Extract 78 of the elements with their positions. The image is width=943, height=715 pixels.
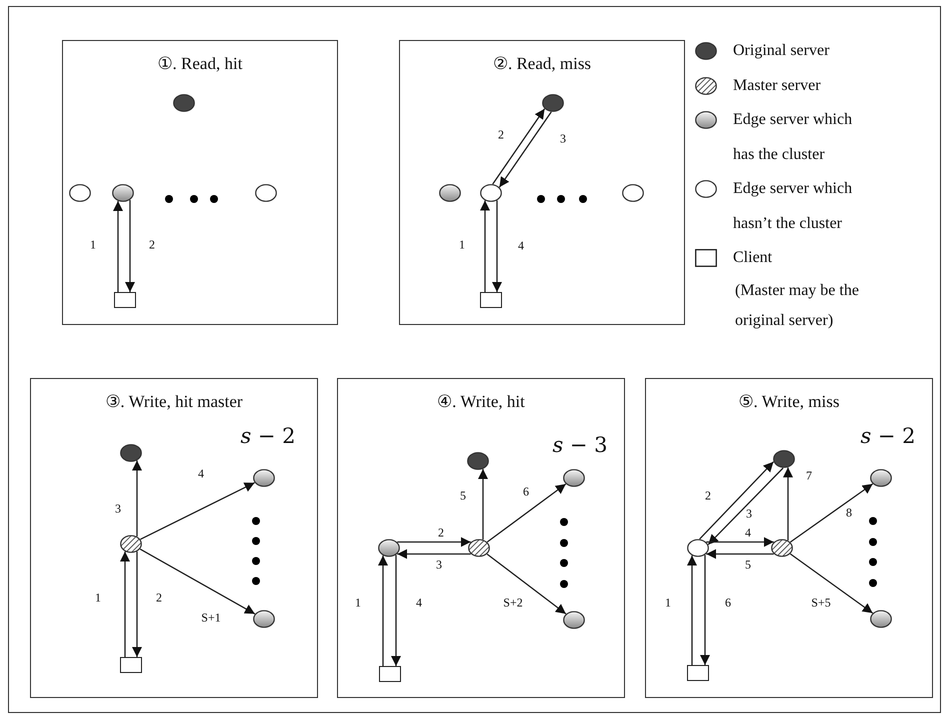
- edge-label: S+2: [502, 596, 524, 610]
- scenario-panel: [399, 40, 685, 325]
- edge-label: S+5: [810, 596, 832, 610]
- count-label: s − 3: [552, 433, 608, 457]
- edge-label: 6: [522, 486, 530, 498]
- arrow: [486, 554, 566, 614]
- arrow: [140, 548, 256, 614]
- arrow: [113, 201, 123, 292]
- legend-label: Master server: [733, 76, 822, 96]
- panel-title: ③. Write, hit master: [104, 391, 244, 412]
- edge-label: 2: [155, 592, 163, 604]
- arrow: [700, 554, 710, 665]
- edge-label: 2: [437, 526, 445, 540]
- scenario-panel: [30, 378, 318, 698]
- legend-label: Client: [733, 248, 774, 268]
- arrow: [492, 108, 546, 184]
- legend-note: (Master may be the original server): [735, 280, 860, 330]
- client-square: [687, 665, 709, 681]
- arrow: [492, 200, 502, 292]
- client-square: [114, 292, 136, 308]
- edge-label: 1: [89, 238, 97, 252]
- edge-label: 3: [435, 558, 443, 572]
- panel-title: ①. Read, hit: [156, 53, 244, 74]
- arrow: [397, 549, 471, 559]
- client-square: [379, 666, 401, 682]
- edge-label: 4: [197, 468, 205, 480]
- arrow: [790, 553, 874, 614]
- arrow: [132, 552, 142, 657]
- edge-label: 3: [114, 502, 122, 516]
- arrow: [378, 556, 388, 666]
- arrow: [706, 549, 774, 559]
- edge-label: 1: [458, 238, 466, 252]
- arrow: [125, 200, 135, 292]
- arrow: [706, 537, 774, 547]
- panel-title: ②. Read, miss: [492, 53, 592, 74]
- edge-label: 4: [744, 526, 752, 540]
- scenario-panel: [645, 378, 933, 698]
- edge-label: 5: [459, 490, 467, 502]
- edge-label: 1: [94, 592, 102, 604]
- arrow: [397, 537, 471, 547]
- client-square: [120, 657, 142, 673]
- arrow: [687, 556, 697, 665]
- arrow: [783, 467, 793, 540]
- arrow: [478, 469, 488, 540]
- arrow: [498, 112, 552, 188]
- panel-title: ⑤. Write, miss: [738, 391, 840, 412]
- edge-label: 2: [704, 490, 712, 502]
- legend-label: Edge server which hasn’t the cluster: [733, 179, 854, 234]
- scenario-panel: [337, 378, 625, 698]
- arrow: [132, 460, 142, 536]
- edge-label: 1: [664, 596, 672, 610]
- client-square: [480, 292, 502, 308]
- edge-label: S+1: [200, 612, 222, 624]
- arrow: [708, 468, 784, 546]
- edge-label: 4: [415, 596, 423, 610]
- edge-label: 7: [805, 470, 813, 482]
- edge-label: 6: [724, 596, 732, 610]
- arrow: [120, 552, 130, 657]
- edge-label: 2: [497, 128, 505, 142]
- count-label: s − 2: [860, 424, 916, 448]
- edge-label: 5: [744, 558, 752, 572]
- arrow: [140, 482, 255, 540]
- panel-title: ④. Write, hit: [436, 391, 526, 412]
- edge-label: 3: [745, 508, 753, 520]
- edge-label: 1: [354, 596, 362, 610]
- arrow: [391, 554, 401, 666]
- legend-label: Edge server which has the cluster: [733, 110, 854, 164]
- edge-label: 8: [845, 506, 853, 520]
- count-label: s − 2: [240, 424, 296, 448]
- legend-label: Original server: [733, 41, 830, 61]
- arrow: [790, 483, 874, 543]
- edge-label: 2: [148, 238, 156, 252]
- edge-label: 3: [559, 132, 567, 146]
- scenario-panel: [62, 40, 338, 325]
- arrow: [480, 200, 490, 292]
- arrow: [699, 461, 774, 540]
- edge-label: 4: [517, 240, 525, 252]
- arrow: [486, 483, 566, 543]
